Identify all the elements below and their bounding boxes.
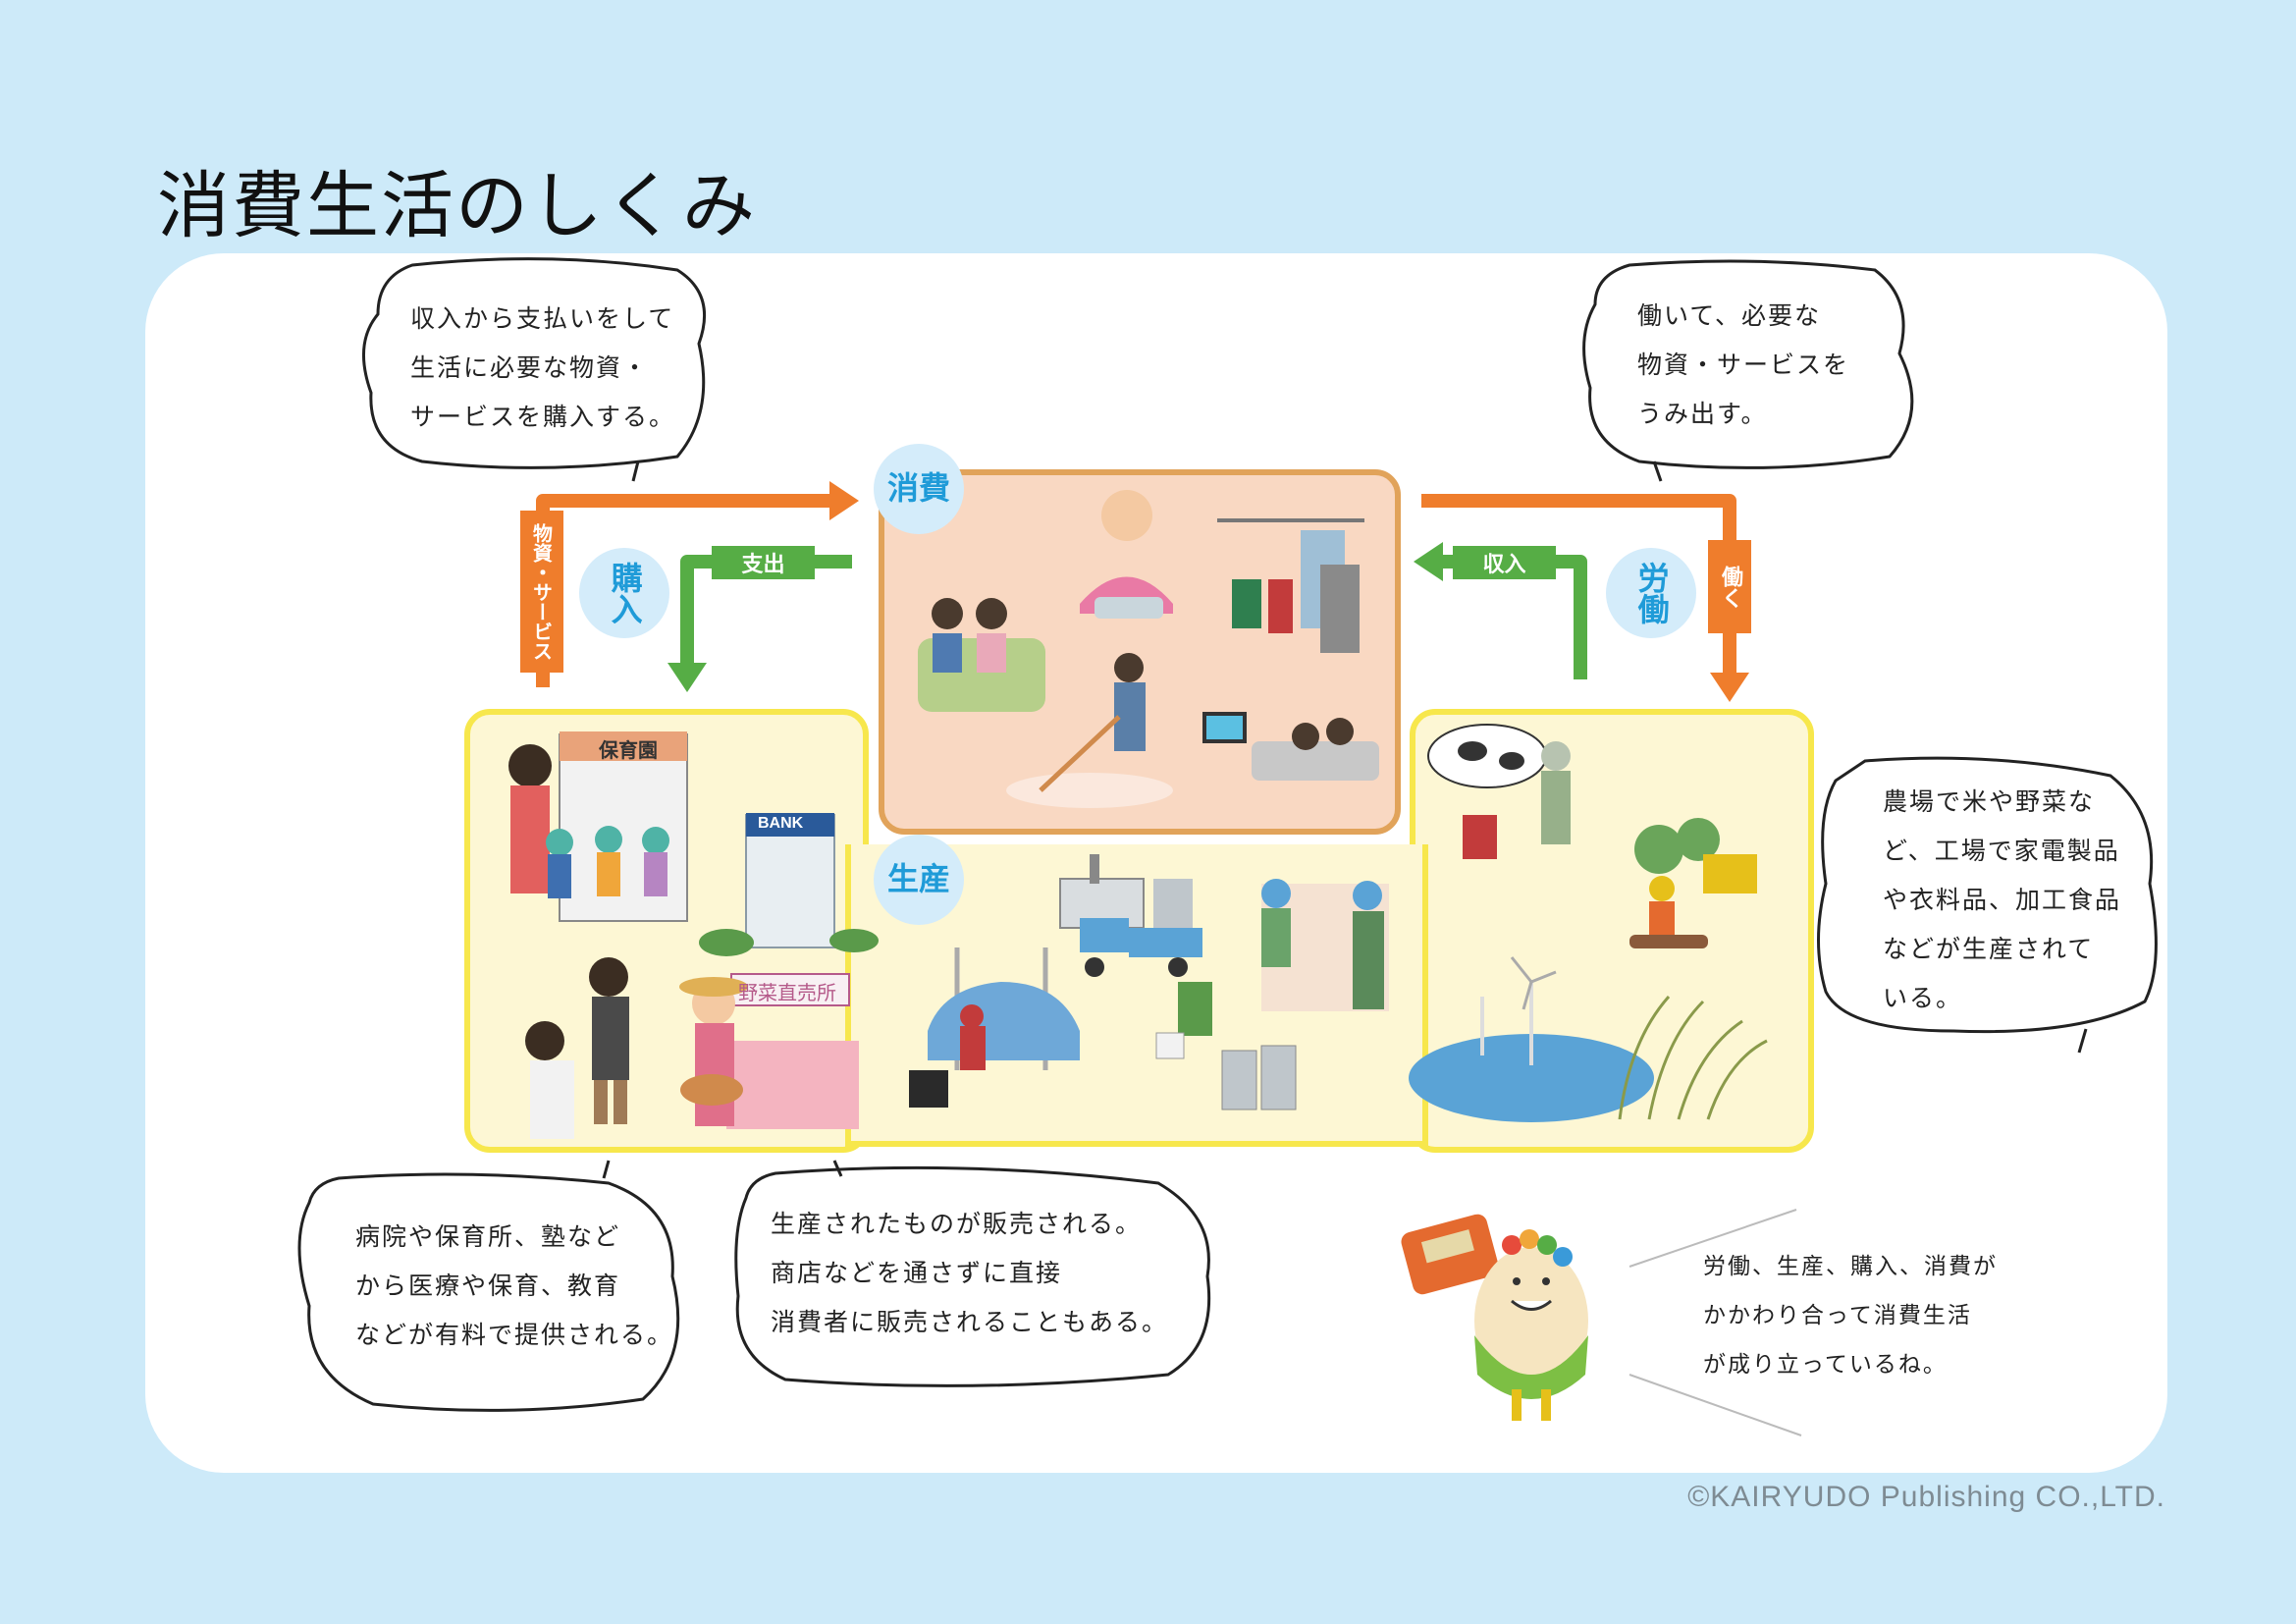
nursery-illustration — [508, 731, 688, 922]
forestry-illustration — [1629, 818, 1757, 948]
direct-sale-description: 生産されたものが販売される。 商店などを通さずに直接 消費者に販売されることもあ… — [771, 1210, 1169, 1336]
laundry-illustration — [1217, 518, 1364, 653]
nursery-sign: 保育園 — [599, 738, 658, 762]
person-eating-illustration — [1080, 490, 1173, 619]
purchase-badge: 購入 — [579, 548, 669, 638]
wind-power-illustration — [1409, 956, 1654, 1122]
copyright: ©KAIRYUDO Publishing CO.,LTD. — [1687, 1481, 2165, 1513]
hairdresser-illustration — [525, 957, 629, 1139]
income-arrow — [1438, 555, 1587, 679]
factory-truck-illustration — [1059, 854, 1202, 977]
bank-sign: BANK — [758, 815, 804, 832]
labor-bubble — [1582, 259, 1914, 469]
work-arrowhead — [1710, 673, 1749, 702]
spending-arrowhead — [667, 663, 707, 692]
car-repair-illustration — [909, 947, 1080, 1108]
mascot-illustration — [1401, 1214, 1588, 1421]
labor-description: 働いて、必要な 物資・サービスを うみ出す。 — [1637, 301, 1850, 428]
purchase-description: 収入から支払いをして 生活に必要な物資・ サービスを購入する。 — [410, 304, 676, 431]
consumption-badge: 消費 — [874, 444, 964, 534]
services-description: 病院や保育所、塾など から医療や保育、教育 などが有料で提供される。 — [355, 1222, 674, 1349]
production-description: 農場で米や野菜な ど、工場で家電製品 や衣料品、加工食品 などが生産されて いる… — [1883, 787, 2122, 1012]
rice-field-illustration — [1618, 996, 1768, 1120]
vegetable-stand-illustration — [679, 973, 859, 1129]
dairy-farm-illustration — [1427, 724, 1571, 859]
income-tag: 収入 — [1453, 546, 1556, 579]
goods-services-tag: 物資・サービス — [520, 511, 563, 673]
page-title: 消費生活のしくみ — [157, 164, 757, 248]
spending-tag: 支出 — [712, 546, 815, 579]
direct-sale-bubble — [734, 1165, 1211, 1387]
tv-viewing-illustration — [1202, 712, 1379, 781]
mascot-speech: 労働、生産、購入、消費が かかわり合って消費生活 が成り立っているね。 — [1703, 1254, 1998, 1378]
food-processing-illustration — [1261, 879, 1389, 1011]
work-tag: 働く — [1708, 540, 1751, 633]
vacuuming-illustration — [1006, 653, 1173, 808]
income-arrowhead — [1414, 542, 1443, 581]
production-bubble — [1817, 756, 2158, 1034]
goods-flow-arrowhead — [829, 481, 859, 520]
services-bubble — [297, 1172, 680, 1412]
purchase-bubble — [361, 257, 707, 469]
vegetable-stand-sign: 野菜直売所 — [738, 981, 836, 1004]
products-illustration — [1155, 982, 1297, 1110]
bank-illustration — [699, 813, 879, 956]
labor-badge: 労働 — [1606, 548, 1696, 638]
production-badge: 生産 — [874, 835, 964, 925]
family-sofa-illustration — [918, 598, 1045, 712]
